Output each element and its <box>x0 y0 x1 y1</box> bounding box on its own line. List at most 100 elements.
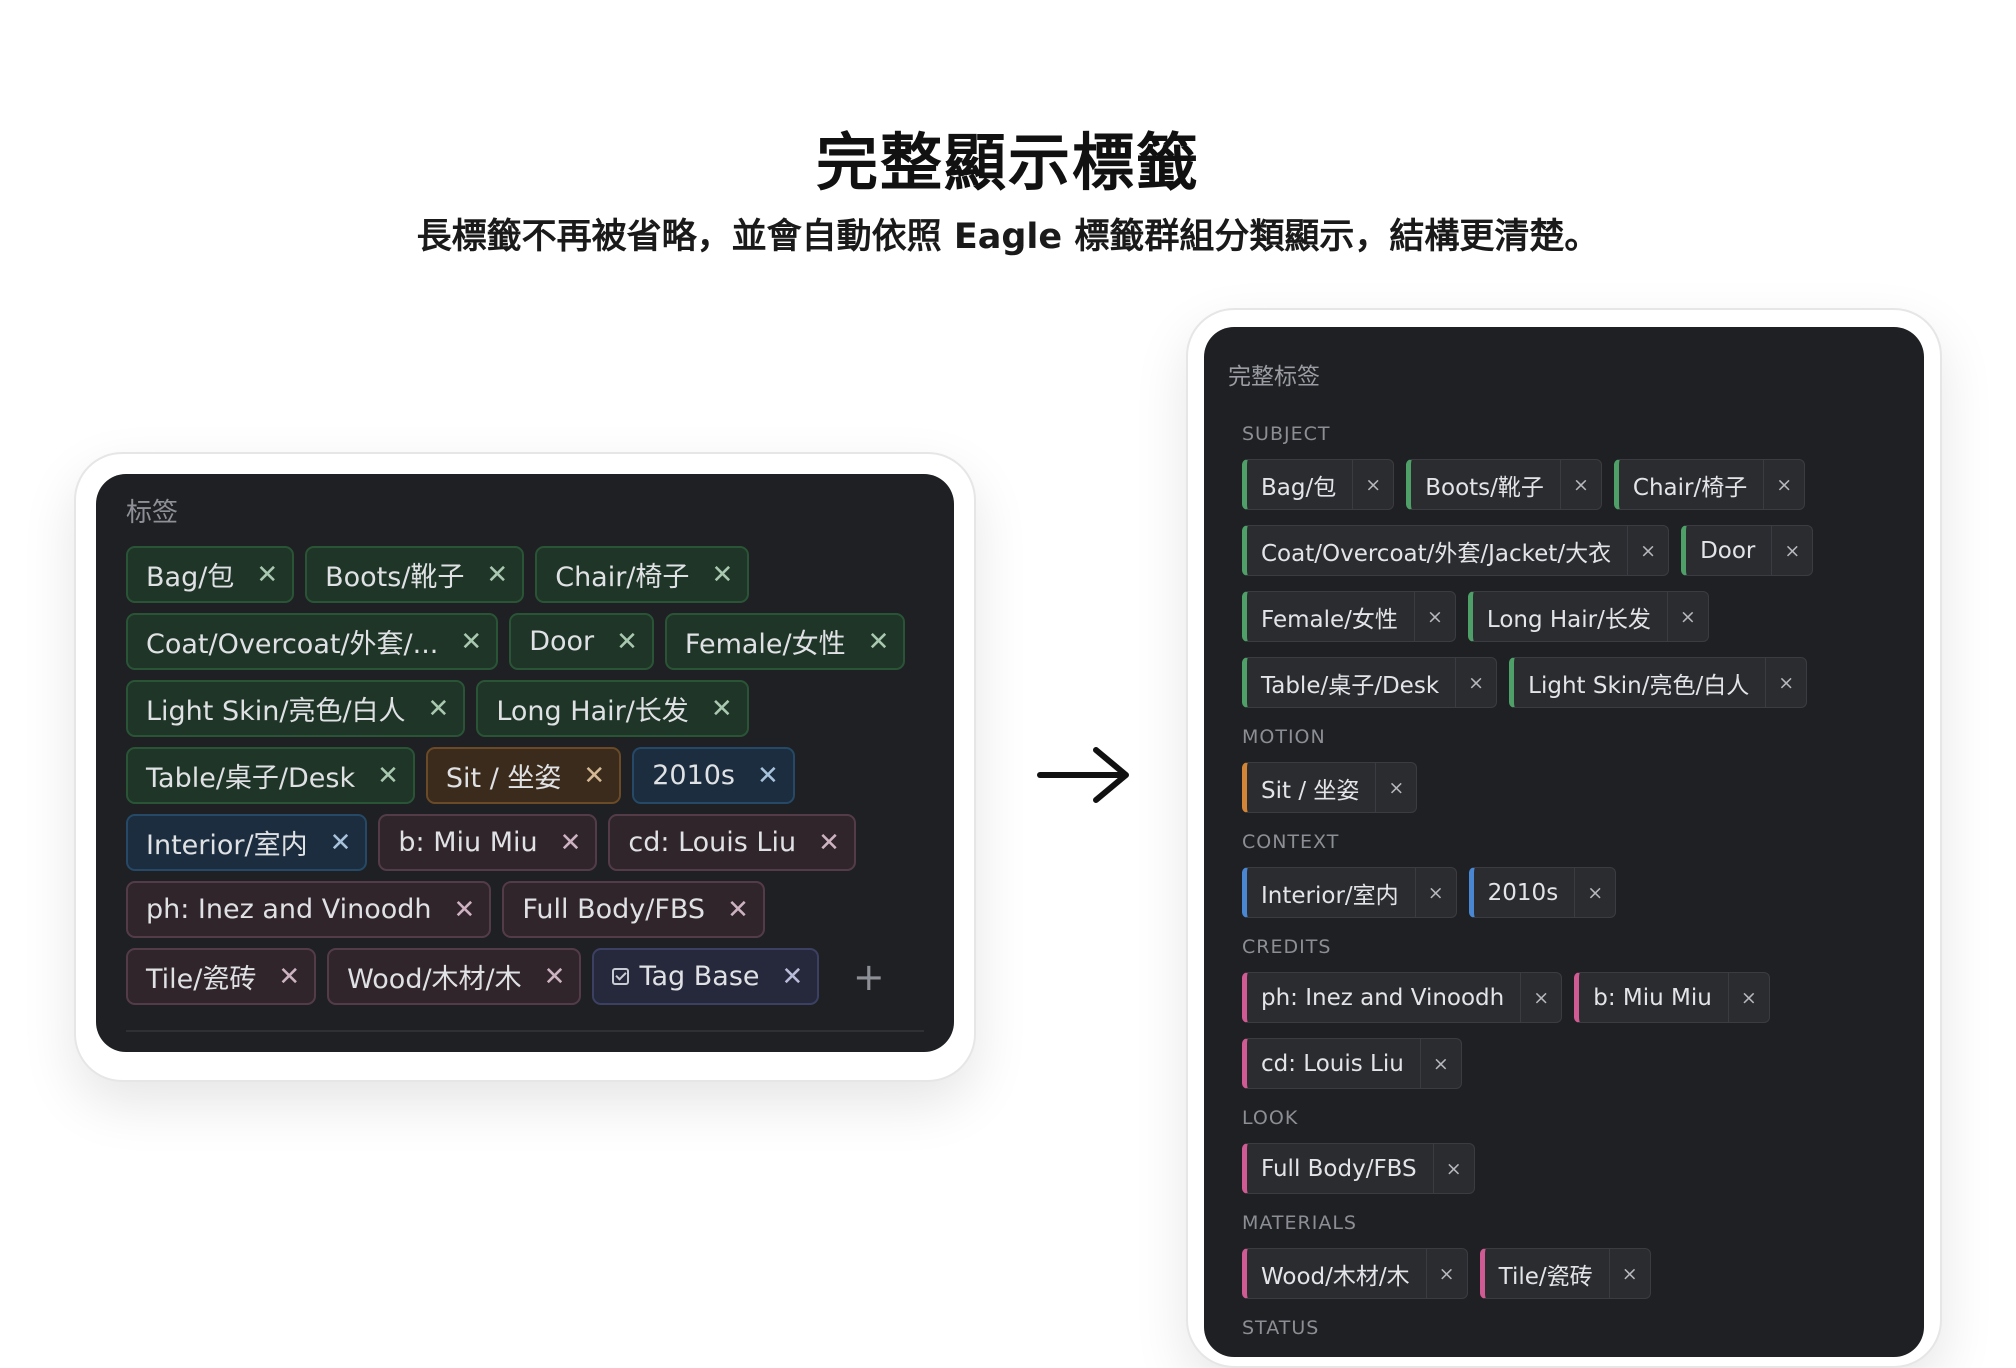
remove-tag-icon[interactable]: ✕ <box>757 760 779 791</box>
tag-chip[interactable]: Table/桌子/Desk× <box>1242 657 1498 708</box>
group-label: MOTION <box>1242 726 1326 748</box>
remove-tag-icon[interactable]: ✕ <box>867 626 890 657</box>
remove-tag-icon[interactable]: × <box>1574 868 1615 917</box>
remove-tag-icon[interactable]: ✕ <box>278 961 301 992</box>
remove-tag-icon[interactable]: ✕ <box>329 827 352 858</box>
tag-chip[interactable]: ph: Inez and Vinoodh✕ <box>126 881 492 938</box>
remove-tag-icon[interactable]: ✕ <box>460 626 483 657</box>
tag-chip[interactable]: Table/桌子/Desk ✕ <box>126 747 415 804</box>
remove-tag-icon[interactable]: ✕ <box>781 961 804 992</box>
tag-chip[interactable]: Sit / 坐姿 × <box>1242 762 1418 813</box>
add-tag-button[interactable]: + <box>852 954 885 999</box>
tag-chip[interactable]: Interior/室内× <box>1242 867 1457 918</box>
tag-chip[interactable]: 2010s× <box>1468 867 1617 918</box>
tag-chip[interactable]: ph: Inez and Vinoodh× <box>1242 972 1563 1023</box>
tag-label: Table/桌子/Desk <box>146 763 356 794</box>
tag-label: Boots/靴子 <box>325 562 465 593</box>
tag-chip[interactable]: cd: Louis Liu ✕ <box>608 814 856 871</box>
remove-tag-icon[interactable]: ✕ <box>453 894 476 925</box>
tag-label: cd: Louis Liu <box>628 827 797 858</box>
tag-chip[interactable]: Coat/Overcoat/外套/...✕ <box>126 613 499 670</box>
remove-tag-icon[interactable]: × <box>1352 460 1393 509</box>
remove-tag-icon[interactable]: × <box>1375 763 1416 812</box>
tag-chip[interactable]: Sit / 坐姿✕ <box>425 747 622 804</box>
tag-chip[interactable]: Light Skin/亮色/白人× <box>1509 657 1808 708</box>
remove-tag-icon[interactable]: ✕ <box>377 760 399 791</box>
tag-chip[interactable]: Long Hair/长发 × <box>1467 591 1709 642</box>
tag-chip[interactable]: Tag Base✕ <box>592 948 820 1005</box>
tag-chip[interactable]: Wood/木材/木 ✕ <box>327 948 582 1005</box>
remove-tag-icon[interactable]: × <box>1771 526 1812 575</box>
remove-tag-icon[interactable]: × <box>1455 658 1496 707</box>
remove-tag-icon[interactable]: × <box>1608 1249 1650 1298</box>
tag-label: Interior/室内 <box>146 830 308 861</box>
tag-chip[interactable]: Boots/靴子 ✕ <box>305 546 525 603</box>
remove-tag-icon[interactable]: ✕ <box>710 693 733 724</box>
group-label: LOOK <box>1242 1107 1299 1129</box>
tag-chip[interactable]: Chair/椅子✕ <box>535 546 750 603</box>
remove-tag-icon[interactable]: ✕ <box>583 760 606 791</box>
tag-chip[interactable]: Wood/木材/木× <box>1242 1248 1468 1299</box>
tag-chip[interactable]: b: Miu Miu✕ <box>378 814 598 871</box>
tag-label: Sit / 坐姿 <box>1261 777 1360 804</box>
remove-tag-icon[interactable]: ✕ <box>486 559 509 590</box>
remove-tag-icon[interactable]: ✕ <box>818 827 840 858</box>
tag-chip[interactable]: Bag/包× <box>1242 459 1395 510</box>
tag-chip[interactable]: Door × <box>1681 525 1814 576</box>
tag-chip[interactable]: Female/女性 × <box>1242 591 1456 642</box>
tag-chip[interactable]: Chair/椅子 × <box>1613 459 1806 510</box>
remove-tag-icon[interactable]: ✕ <box>727 894 749 925</box>
tag-group: STATUS <box>1242 1317 1902 1343</box>
remove-tag-icon[interactable]: ✕ <box>616 626 638 657</box>
tag-chip[interactable]: Coat/Overcoat/外套/Jacket/大衣 × <box>1242 525 1670 576</box>
remove-tag-icon[interactable]: × <box>1763 460 1804 509</box>
tag-label: Coat/Overcoat/外套/Jacket/大衣 <box>1261 540 1612 567</box>
remove-tag-icon[interactable]: ✕ <box>559 827 582 858</box>
tag-label: Full Body/FBS <box>1261 1155 1417 1182</box>
tag-chip[interactable]: Full Body/FBS ✕ <box>502 881 765 938</box>
remove-tag-icon[interactable]: × <box>1627 526 1668 575</box>
group-label: CREDITS <box>1242 936 1332 958</box>
remove-tag-icon[interactable]: ✕ <box>256 559 279 590</box>
remove-tag-icon[interactable]: × <box>1666 592 1708 641</box>
group-tag-list: Sit / 坐姿 × <box>1242 762 1902 813</box>
tag-chip[interactable]: Full Body/FBS × <box>1242 1143 1475 1194</box>
tag-label: Full Body/FBS <box>522 894 706 925</box>
remove-tag-icon[interactable]: ✕ <box>427 693 450 724</box>
remove-tag-icon[interactable]: × <box>1520 973 1561 1022</box>
tag-group: MOTION Sit / 坐姿 × <box>1242 726 1902 813</box>
group-label: STATUS <box>1242 1317 1320 1339</box>
tag-label: Boots/靴子 <box>1425 474 1544 501</box>
tag-chip[interactable]: Tile/瓷砖✕ <box>126 948 317 1005</box>
remove-tag-icon[interactable]: × <box>1419 1039 1461 1088</box>
remove-tag-icon[interactable]: × <box>1727 973 1769 1022</box>
remove-tag-icon[interactable]: ✕ <box>711 559 734 590</box>
tag-chip[interactable]: b: Miu Miu× <box>1574 972 1770 1023</box>
remove-tag-icon[interactable]: × <box>1559 460 1601 509</box>
tag-chip[interactable]: Bag/包✕ <box>126 546 295 603</box>
tag-chip[interactable]: Interior/室内 ✕ <box>126 814 368 871</box>
tag-chip[interactable]: Door✕ <box>509 613 654 670</box>
tag-label: Long Hair/长发 <box>1486 606 1651 633</box>
tag-chip[interactable]: Light Skin/亮色/白人✕ <box>126 680 466 737</box>
remove-tag-icon[interactable]: × <box>1432 1144 1474 1193</box>
tag-chip[interactable]: 2010s✕ <box>632 747 795 804</box>
tag-label: Tile/瓷砖 <box>1498 1263 1593 1290</box>
tag-chip[interactable]: cd: Louis Liu× <box>1242 1038 1462 1089</box>
tag-label: Chair/椅子 <box>1632 474 1748 501</box>
tag-chip[interactable]: Tile/瓷砖 × <box>1479 1248 1651 1299</box>
remove-tag-icon[interactable]: × <box>1413 592 1455 641</box>
tag-label: Door <box>1700 537 1756 564</box>
remove-tag-icon[interactable]: × <box>1765 658 1806 707</box>
remove-tag-icon[interactable]: × <box>1414 868 1456 917</box>
tag-chip[interactable]: Female/女性✕ <box>664 613 906 670</box>
tag-chip[interactable]: Long Hair/长发✕ <box>476 680 749 737</box>
tag-label: Wood/木材/木 <box>347 964 522 995</box>
tag-chip[interactable]: Boots/靴子 × <box>1406 459 1602 510</box>
remove-tag-icon[interactable]: × <box>1425 1249 1467 1298</box>
remove-tag-icon[interactable]: ✕ <box>543 961 566 992</box>
tag-label: Female/女性 <box>1261 606 1398 633</box>
